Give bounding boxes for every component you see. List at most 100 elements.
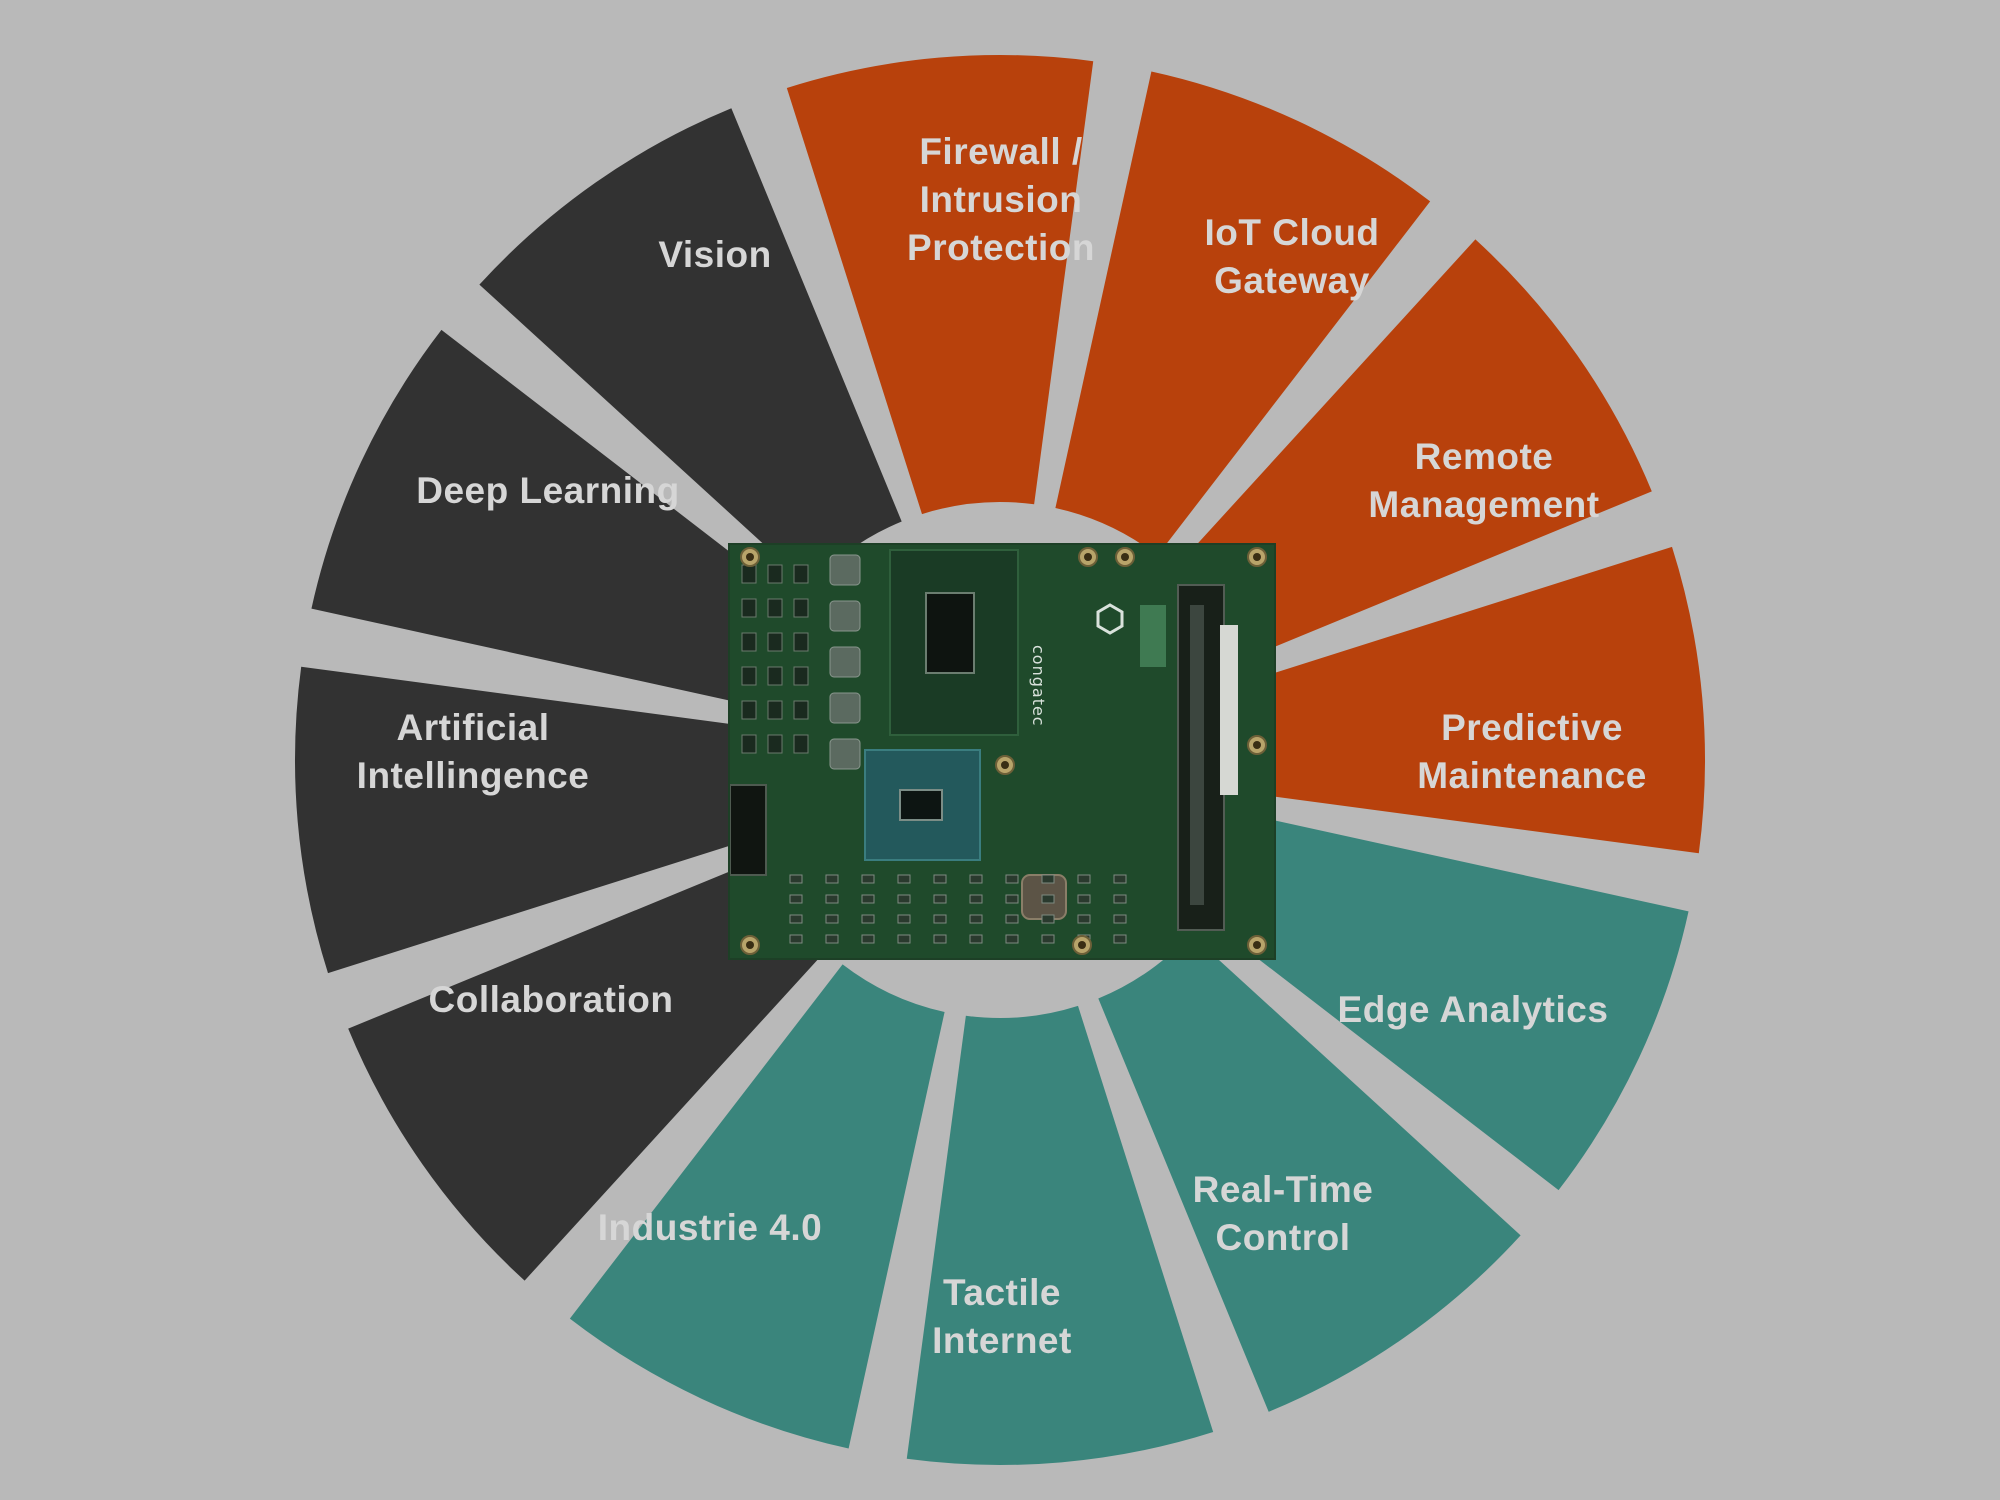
segment-deep-learning — [311, 329, 796, 705]
mounting-hole-center — [1253, 553, 1261, 561]
chipset-die — [899, 789, 943, 821]
mounting-hole-center — [1001, 761, 1009, 769]
smd-component — [1005, 874, 1019, 884]
mounting-hole-center — [1078, 941, 1086, 949]
smd-component — [933, 934, 947, 944]
smd-component — [861, 914, 875, 924]
smd-component — [793, 700, 809, 720]
barcode-label — [1220, 625, 1238, 795]
smd-component — [861, 874, 875, 884]
smd-component — [793, 666, 809, 686]
smd-component — [1041, 914, 1055, 924]
segment-label-remote-management: Remote Management — [1368, 436, 1600, 525]
mounting-hole-center — [1253, 741, 1261, 749]
smd-component — [767, 632, 783, 652]
smd-component — [741, 666, 757, 686]
smd-component — [767, 598, 783, 618]
smd-component — [969, 894, 983, 904]
segment-vision — [479, 108, 902, 587]
smd-component — [861, 934, 875, 944]
segment-edge-analytics — [1204, 815, 1689, 1191]
smd-component — [1113, 934, 1127, 944]
segment-label-predictive-maintenance: Predictive Maintenance — [1417, 707, 1647, 796]
smd-component — [1005, 914, 1019, 924]
mounting-hole-center — [1084, 553, 1092, 561]
smd-component — [1077, 914, 1091, 924]
smd-component — [969, 874, 983, 884]
smd-component — [793, 734, 809, 754]
smd-component — [825, 934, 839, 944]
inductor — [829, 646, 861, 678]
segment-label-industrie: Industrie 4.0 — [597, 1207, 823, 1248]
smd-component — [793, 598, 809, 618]
computer-on-module-board: congatec — [728, 543, 1276, 960]
smd-component — [767, 666, 783, 686]
segment-industrie — [569, 964, 945, 1449]
smd-component — [767, 734, 783, 754]
segment-tactile-internet — [906, 1005, 1214, 1466]
smd-component — [1005, 894, 1019, 904]
segment-label-tactile-internet: Tactile Internet — [932, 1272, 1072, 1361]
smd-component — [825, 914, 839, 924]
smd-component — [933, 874, 947, 884]
smd-component — [1113, 894, 1127, 904]
mounting-hole-center — [746, 941, 754, 949]
smd-component — [741, 734, 757, 754]
segment-label-artificial-intelligence: Artificial Intellingence — [356, 707, 590, 796]
segment-predictive-maintenance — [1245, 546, 1705, 854]
segment-label-real-time-control: Real-Time Control — [1192, 1169, 1374, 1258]
smd-component — [1005, 934, 1019, 944]
segment-real-time-control — [1098, 933, 1521, 1412]
segment-iot-cloud — [1055, 71, 1431, 556]
segment-artificial-intelligence — [295, 666, 755, 974]
segment-label-iot-cloud: IoT Cloud Gateway — [1204, 212, 1380, 301]
smd-component — [1077, 894, 1091, 904]
memory-slot-contacts — [1190, 605, 1204, 905]
smd-component — [1113, 914, 1127, 924]
smd-component — [861, 894, 875, 904]
sata-connector — [730, 784, 767, 876]
inductor — [829, 692, 861, 724]
smd-component — [789, 914, 803, 924]
smd-component — [789, 894, 803, 904]
segment-firewall — [786, 54, 1094, 515]
smd-component — [1077, 874, 1091, 884]
mounting-hole-center — [1253, 941, 1261, 949]
smd-component — [789, 934, 803, 944]
smd-component — [1041, 934, 1055, 944]
mounting-hole-center — [746, 553, 754, 561]
smd-component — [969, 934, 983, 944]
smd-component — [897, 894, 911, 904]
segment-label-deep-learning: Deep Learning — [416, 470, 680, 511]
segment-label-edge-analytics: Edge Analytics — [1337, 989, 1609, 1030]
smd-component — [825, 894, 839, 904]
smd-component — [1041, 894, 1055, 904]
segment-collaboration — [348, 858, 827, 1281]
cpu-die — [925, 592, 975, 674]
smd-component — [789, 874, 803, 884]
smd-component — [741, 700, 757, 720]
mounting-hole-center — [1121, 553, 1129, 561]
label-sticker — [1140, 605, 1166, 667]
segment-label-collaboration: Collaboration — [428, 979, 674, 1020]
smd-component — [1041, 874, 1055, 884]
smd-component — [933, 894, 947, 904]
inductor — [829, 554, 861, 586]
board-components-image — [730, 545, 1274, 958]
smd-component — [897, 874, 911, 884]
smd-component — [969, 914, 983, 924]
smd-component — [767, 564, 783, 584]
inductor — [829, 600, 861, 632]
smd-component — [741, 632, 757, 652]
smd-component — [825, 874, 839, 884]
inductor — [829, 738, 861, 770]
congatec-logo-icon — [1096, 603, 1124, 635]
smd-component — [793, 632, 809, 652]
board-brand-text: congatec — [1029, 645, 1048, 727]
smd-component — [897, 914, 911, 924]
segment-remote-management — [1173, 239, 1652, 662]
smd-component — [741, 598, 757, 618]
smd-component — [793, 564, 809, 584]
